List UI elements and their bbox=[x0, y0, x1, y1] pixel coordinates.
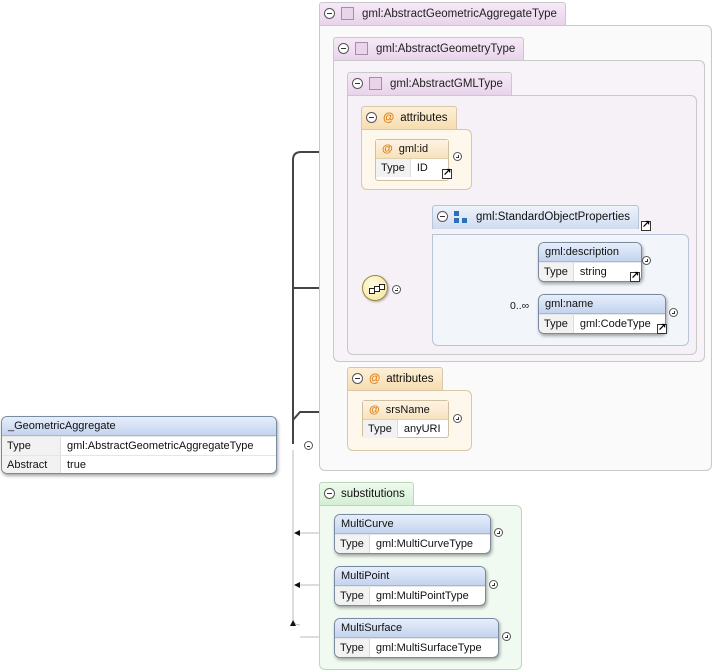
cardinality-label: 0..∞ bbox=[510, 300, 530, 312]
attribute-icon: @ bbox=[369, 404, 380, 416]
group-link-icon[interactable] bbox=[641, 219, 651, 231]
complex-type-icon bbox=[341, 7, 354, 21]
expand-icon[interactable] bbox=[489, 580, 498, 589]
attribute-icon: @ bbox=[382, 143, 393, 155]
type-tab-abstract-geometry-type[interactable]: gml:AbstractGeometryType bbox=[333, 37, 525, 61]
collapse-icon[interactable] bbox=[304, 440, 314, 450]
collapse-icon[interactable] bbox=[352, 78, 363, 90]
expand-icon[interactable] bbox=[642, 256, 651, 265]
collapse-icon[interactable] bbox=[324, 488, 335, 500]
sequence-icon[interactable] bbox=[362, 275, 388, 301]
collapse-icon[interactable] bbox=[437, 211, 448, 223]
type-tab-abstract-gml-type[interactable]: gml:AbstractGMLType bbox=[347, 72, 512, 96]
expand-icon[interactable] bbox=[494, 528, 503, 537]
expand-icon[interactable] bbox=[502, 632, 511, 641]
group-icon bbox=[454, 210, 468, 223]
collapse-icon[interactable] bbox=[324, 8, 335, 20]
complex-type-icon bbox=[369, 77, 382, 91]
type-tab-abstract-geometric-aggregate-type[interactable]: gml:AbstractGeometricAggregateType bbox=[319, 2, 566, 26]
collapse-icon[interactable] bbox=[352, 373, 363, 385]
attribute-icon: @ bbox=[369, 373, 381, 385]
collapse-icon[interactable] bbox=[392, 284, 401, 294]
collapse-icon[interactable] bbox=[338, 43, 349, 55]
collapse-icon[interactable] bbox=[366, 112, 377, 124]
expand-icon[interactable] bbox=[453, 414, 462, 423]
type-link-icon[interactable] bbox=[657, 322, 667, 334]
attributes-tab[interactable]: @attributes bbox=[347, 367, 443, 391]
group-tab-standard-object-properties[interactable]: gml:StandardObjectProperties bbox=[432, 205, 640, 229]
complex-type-icon bbox=[355, 42, 368, 56]
type-link-icon[interactable] bbox=[442, 167, 452, 179]
expand-icon[interactable] bbox=[669, 308, 678, 317]
attributes-tab[interactable]: @attributes bbox=[361, 106, 457, 130]
substitutions-tab[interactable]: substitutions bbox=[319, 482, 414, 506]
attribute-icon: @ bbox=[383, 112, 395, 124]
type-link-icon[interactable] bbox=[630, 270, 640, 282]
expand-icon[interactable] bbox=[453, 152, 462, 161]
